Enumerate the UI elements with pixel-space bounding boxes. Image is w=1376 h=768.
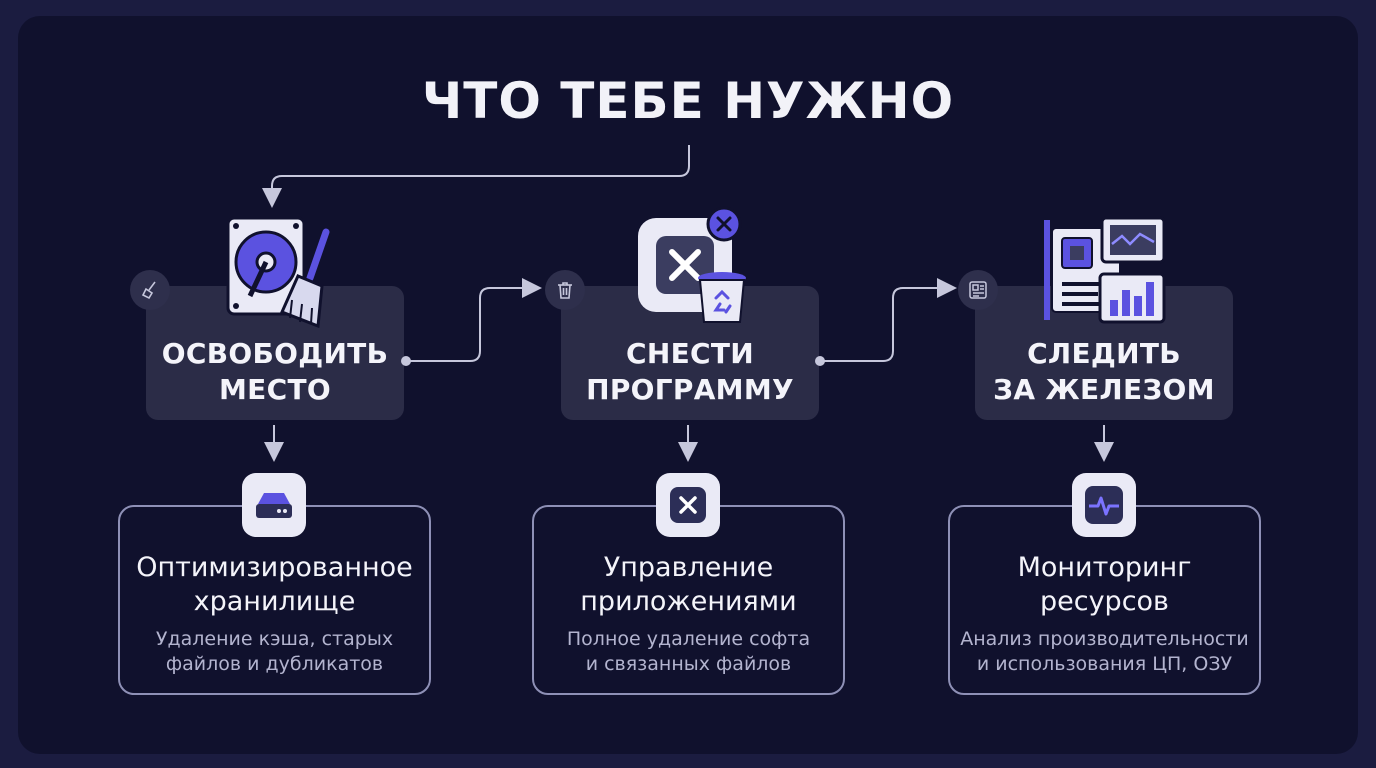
connector-dot <box>815 356 825 366</box>
connector-1-2 <box>409 278 542 362</box>
connector-2-3 <box>822 278 957 362</box>
hardware-monitor-icon <box>1040 214 1168 330</box>
card-description: Удаление кэша, старых файлов и дубликато… <box>155 628 394 675</box>
card-title: Управление приложениями <box>580 552 797 617</box>
step-label: СЛЕДИТЬ ЗА ЖЕЛЕЗОМ <box>993 337 1215 406</box>
activity-monitor-icon <box>1072 473 1136 537</box>
circuit-board-icon <box>958 270 998 310</box>
app-delete-recycle-icon <box>636 206 752 332</box>
step-label: ОСВОБОДИТЬ МЕСТО <box>161 337 389 406</box>
card-title: Оптимизированное хранилище <box>136 552 413 617</box>
card-description: Полное удаление софта и связанных файлов <box>566 628 811 675</box>
card-description: Анализ производительности и использовани… <box>960 628 1249 675</box>
close-square-icon <box>656 473 720 537</box>
page-title: ЧТО ТЕБЕ НУЖНО <box>421 72 955 130</box>
feature-card-apps: Управление приложениями Полное удаление … <box>532 505 845 695</box>
step-label: СНЕСТИ ПРОГРАММУ <box>586 337 794 406</box>
broom-icon <box>130 270 170 310</box>
card-title: Мониторинг ресурсов <box>1017 552 1192 617</box>
step-hardware: СЛЕДИТЬ ЗА ЖЕЛЕЗОМ <box>975 286 1233 420</box>
hard-drive-broom-icon <box>226 216 336 332</box>
title-connector <box>262 145 690 208</box>
connector-dot <box>401 356 411 366</box>
storage-drive-icon <box>242 473 306 537</box>
trash-icon <box>545 270 585 310</box>
